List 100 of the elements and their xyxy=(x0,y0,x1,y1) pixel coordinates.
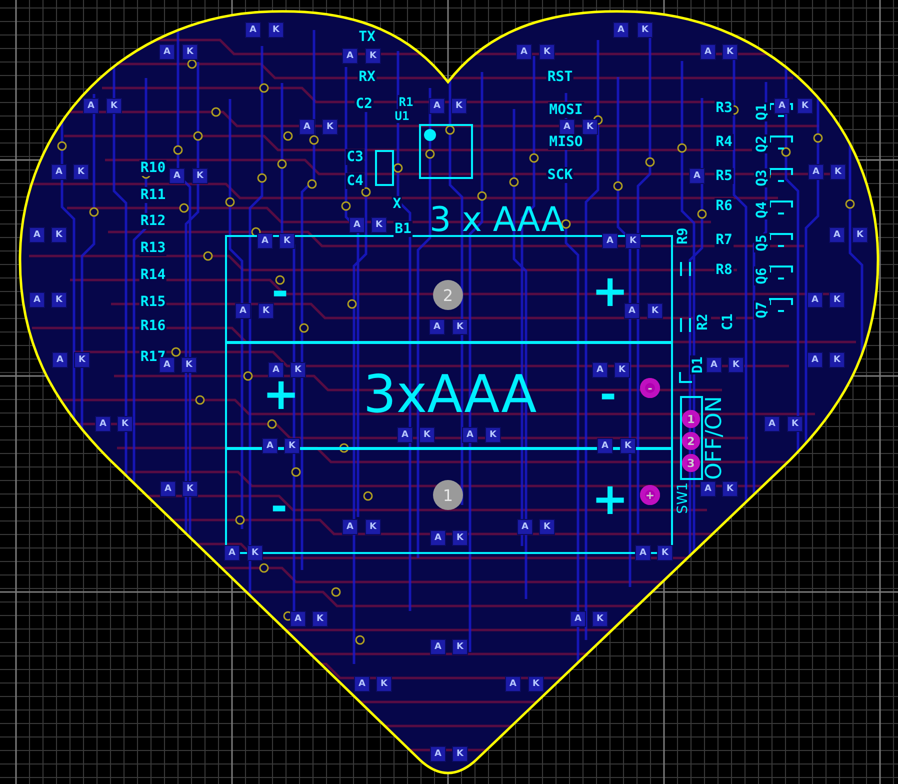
solder-pad: A xyxy=(235,303,251,319)
solder-pad: A xyxy=(299,119,315,135)
solder-pad: K xyxy=(268,22,284,38)
solder-pad: K xyxy=(452,530,468,546)
solder-pad: K xyxy=(647,303,663,319)
component-label: Q7 xyxy=(754,300,770,320)
solder-pad: K xyxy=(830,164,846,180)
component-label: R13 xyxy=(139,240,167,256)
solder-pad: K xyxy=(657,545,673,561)
component-label: SW1 xyxy=(676,482,690,514)
component-label: B1 xyxy=(394,221,412,237)
solder-pad: A xyxy=(430,746,446,762)
solder-pad: A xyxy=(597,438,613,454)
solder-pad: A xyxy=(517,519,533,535)
solder-pad: K xyxy=(258,303,274,319)
switch-label: OFF/ON xyxy=(704,396,726,480)
component-label: MOSI xyxy=(548,102,584,118)
solder-pad: K xyxy=(485,427,501,443)
solder-pad: A xyxy=(342,519,358,535)
solder-pad: A xyxy=(83,98,99,114)
solder-pad: A xyxy=(516,44,532,60)
solder-pad: A xyxy=(169,168,185,184)
solder-pad: K xyxy=(51,292,67,308)
solder-pad: K xyxy=(614,362,630,378)
solder-pad: A xyxy=(245,22,261,38)
solder-pad: A xyxy=(635,545,651,561)
polarity-sign: - xyxy=(272,272,288,312)
solder-pad: A xyxy=(624,303,640,319)
solder-pad: A xyxy=(559,119,575,135)
component-label: R14 xyxy=(139,267,167,283)
component-label: R5 xyxy=(714,168,734,184)
solder-pad: K xyxy=(637,22,653,38)
solder-pad: K xyxy=(182,481,198,497)
solder-pad: K xyxy=(312,611,328,627)
solder-pad: A xyxy=(429,319,445,335)
solder-pad: K xyxy=(528,676,544,692)
solder-pad: A xyxy=(51,164,67,180)
solder-pad: K xyxy=(181,357,197,373)
solder-pad: K xyxy=(625,233,641,249)
component-label: Q1 xyxy=(754,102,770,122)
component-label: C2 xyxy=(354,96,374,112)
component-label: Q5 xyxy=(754,234,770,252)
component-label: R10 xyxy=(139,160,167,176)
solder-pad: A xyxy=(505,676,521,692)
solder-pad: K xyxy=(728,357,744,373)
solder-pad: K xyxy=(451,98,467,114)
solder-pad: K xyxy=(722,481,738,497)
solder-pad: K xyxy=(852,227,868,243)
solder-pad: K xyxy=(452,319,468,335)
solder-pad: K xyxy=(452,639,468,655)
polarity-sign: - xyxy=(270,487,288,527)
solder-pad: K xyxy=(322,119,338,135)
solder-pad: K xyxy=(722,44,738,60)
polarity-sign: + xyxy=(592,478,628,522)
solder-pad: K xyxy=(365,519,381,535)
solder-pad: A xyxy=(257,233,273,249)
solder-pad: K xyxy=(279,233,295,249)
component-label: Q2 xyxy=(754,134,770,154)
solder-pad: A xyxy=(689,168,705,184)
solder-pad: K xyxy=(182,44,198,60)
solder-pad: A xyxy=(602,233,618,249)
solder-pad: K xyxy=(106,98,122,114)
solder-pad: K xyxy=(539,44,555,60)
solder-pad: K xyxy=(51,227,67,243)
solder-pad: A xyxy=(430,639,446,655)
component-label: D1 xyxy=(690,356,706,374)
component-label: R11 xyxy=(139,187,167,203)
solder-pad: A xyxy=(429,98,445,114)
solder-pad: K xyxy=(73,164,89,180)
solder-pad: K xyxy=(620,438,636,454)
solder-pad: A xyxy=(430,530,446,546)
solder-pad: A xyxy=(613,22,629,38)
solder-pad: A xyxy=(700,481,716,497)
solder-pad: A xyxy=(808,164,824,180)
solder-pad: K xyxy=(74,352,90,368)
component-label: MISO xyxy=(548,134,584,150)
component-label: Q4 xyxy=(754,200,770,220)
solder-pad: A xyxy=(397,427,413,443)
solder-pad: K xyxy=(787,416,803,432)
solder-pad: K xyxy=(117,416,133,432)
component-label: U1 xyxy=(394,109,410,123)
solder-pad: K xyxy=(452,746,468,762)
component-label: R3 xyxy=(714,100,734,116)
solder-pad: A xyxy=(462,427,478,443)
solder-pad: A xyxy=(570,611,586,627)
solder-pad: K xyxy=(365,48,381,64)
solder-pad: A xyxy=(774,98,790,114)
solder-pad: K xyxy=(592,611,608,627)
component-label: R12 xyxy=(139,213,167,229)
component-label: C1 xyxy=(720,312,736,332)
polarity-sign: - xyxy=(600,375,616,415)
solder-pad: A xyxy=(52,352,68,368)
solder-pad: A xyxy=(592,362,608,378)
component-label: R9 xyxy=(675,226,691,246)
solder-pad: A xyxy=(159,357,175,373)
solder-pad: A xyxy=(262,438,278,454)
solder-pad: K xyxy=(539,519,555,535)
solder-pad: A xyxy=(342,48,358,64)
component-label: R7 xyxy=(714,232,734,248)
solder-pad: A xyxy=(224,545,240,561)
